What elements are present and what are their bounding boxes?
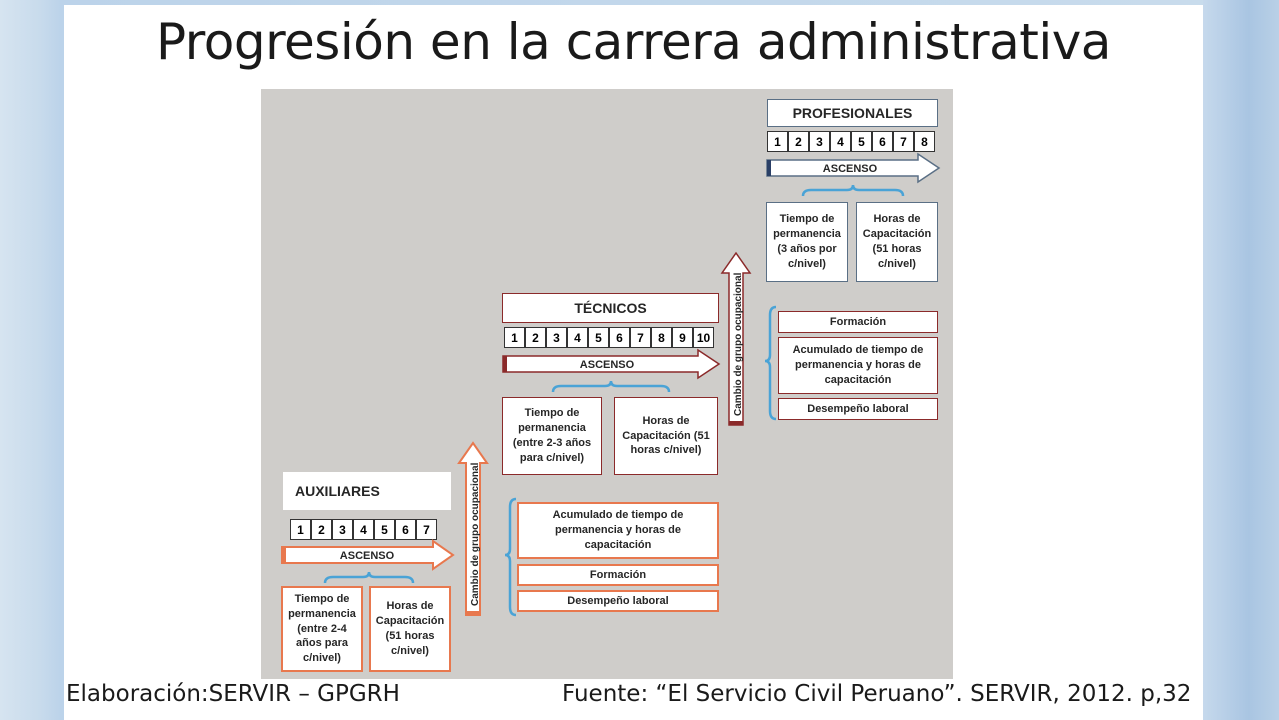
level-cell: 6 (872, 131, 893, 152)
level-cell: 1 (504, 327, 525, 348)
level-cell: 5 (374, 519, 395, 540)
ascenso-label: ASCENSO (340, 550, 395, 562)
req2-desempeno-box: Desempeño laboral (778, 398, 938, 420)
auxiliares-levels: 1 2 3 4 5 6 7 (290, 519, 437, 540)
auxiliares-ascenso-arrow: ASCENSO (281, 539, 455, 571)
level-cell: 6 (609, 327, 630, 348)
cambio-grupo-arrow-1 (457, 441, 489, 616)
auxiliares-title: AUXILIARES (283, 472, 451, 510)
footer-elaboracion: Elaboración:SERVIR – GPGRH (66, 681, 400, 707)
footer-fuente: Fuente: “El Servicio Civil Peruano”. SER… (562, 681, 1192, 707)
level-cell: 5 (851, 131, 872, 152)
cambio-grupo-label-1: Cambio de grupo ocupacional (470, 462, 481, 606)
profesionales-title: PROFESIONALES (767, 99, 938, 127)
level-cell: 1 (767, 131, 788, 152)
background-right (1203, 0, 1279, 720)
level-cell: 5 (588, 327, 609, 348)
level-cell: 6 (395, 519, 416, 540)
req2-acumulado-box: Acumulado de tiempo de permanencia y hor… (778, 337, 938, 394)
level-cell: 7 (630, 327, 651, 348)
ascenso-label: ASCENSO (823, 163, 878, 175)
level-cell: 2 (525, 327, 546, 348)
profesionales-tiempo-box: Tiempo de permanencia (3 años por c/nive… (766, 202, 848, 282)
level-cell: 2 (311, 519, 332, 540)
level-cell: 3 (332, 519, 353, 540)
tecnicos-title: TÉCNICOS (502, 293, 719, 323)
auxiliares-brace (323, 571, 415, 584)
req2-formacion-box: Formación (778, 311, 938, 333)
cambio-grupo-arrow-2 (720, 251, 752, 426)
req1-acumulado-box: Acumulado de tiempo de permanencia y hor… (517, 502, 719, 559)
tecnicos-tiempo-box: Tiempo de permanencia (entre 2-3 años pa… (502, 397, 602, 475)
level-cell: 7 (893, 131, 914, 152)
level-cell: 8 (914, 131, 935, 152)
ascenso-label: ASCENSO (580, 359, 635, 371)
level-cell: 3 (809, 131, 830, 152)
auxiliares-tiempo-box: Tiempo de permanencia (entre 2-4 años pa… (281, 586, 363, 672)
tecnicos-ascenso-arrow: ASCENSO (502, 348, 721, 380)
req1-formacion-box: Formación (517, 564, 719, 586)
tecnicos-horas-box: Horas de Capacitación (51 horas c/nivel) (614, 397, 718, 475)
level-cell: 4 (830, 131, 851, 152)
profesionales-horas-box: Horas de Capacitación (51 horas c/nivel) (856, 202, 938, 282)
level-cell: 8 (651, 327, 672, 348)
cambio-grupo-label-2: Cambio de grupo ocupacional (733, 272, 744, 416)
level-cell: 10 (693, 327, 714, 348)
req1-desempeno-box: Desempeño laboral (517, 590, 719, 612)
auxiliares-horas-box: Horas de Capacitación (51 horas c/nivel) (369, 586, 451, 672)
tecnicos-brace (551, 380, 671, 393)
req1-brace (504, 497, 517, 617)
level-cell: 2 (788, 131, 809, 152)
profesionales-ascenso-arrow: ASCENSO (766, 152, 941, 184)
slide: Progresión en la carrera administrativa … (64, 5, 1203, 720)
level-cell: 7 (416, 519, 437, 540)
level-cell: 3 (546, 327, 567, 348)
level-cell: 1 (290, 519, 311, 540)
level-cell: 4 (353, 519, 374, 540)
level-cell: 9 (672, 327, 693, 348)
profesionales-levels: 1 2 3 4 5 6 7 8 (767, 131, 935, 152)
req2-brace (764, 305, 777, 421)
career-diagram: AUXILIARES 1 2 3 4 5 6 7 ASCENSO Tiempo … (261, 89, 953, 679)
tecnicos-levels: 1 2 3 4 5 6 7 8 9 10 (504, 327, 714, 348)
level-cell: 4 (567, 327, 588, 348)
slide-title: Progresión en la carrera administrativa (156, 13, 1111, 71)
profesionales-brace (801, 184, 905, 197)
